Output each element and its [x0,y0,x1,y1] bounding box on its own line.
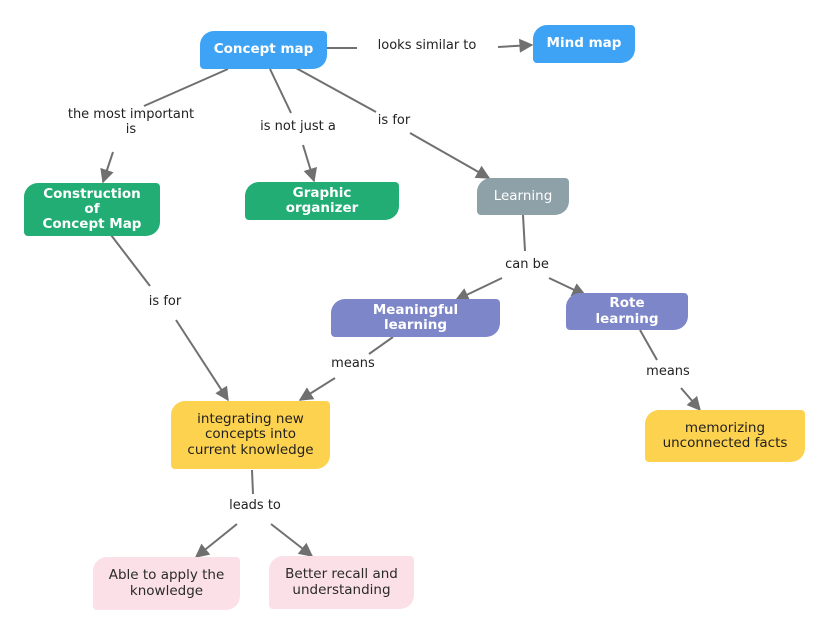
node-learning[interactable]: Learning [477,178,569,215]
node-label: Rote learning [595,295,659,327]
link-label-most-important-is: the most important is [58,107,204,137]
link-label-text: is for [377,113,411,128]
edge-rote-to-label-means [639,329,658,361]
node-integrating-new-concepts[interactable]: integrating new concepts into current kn… [171,401,330,469]
node-label-line: knowledge [129,582,204,599]
node-construction-of-concept-map[interactable]: Construction of Concept Map [24,183,160,236]
node-label: Graphic organizer [285,184,359,216]
link-label-text: looks similar to [377,38,477,53]
node-label-line: Concept Map [42,216,142,233]
link-label-text: leads to [229,498,281,513]
node-label-line: unconnected facts [662,435,788,451]
link-label-is-not-just-a: is not just a [250,119,346,135]
node-label: Mind map [546,35,622,52]
node-memorizing-unconnected-facts[interactable]: memorizing unconnected facts [645,410,805,462]
node-label-line: memorizing [684,419,766,436]
edge-meaningful-to-label-means [368,336,394,355]
node-label-line: concepts into [204,426,296,443]
edge-label-leads-to-apply [194,523,238,558]
link-label-means-left: means [322,356,384,372]
node-better-recall-and-understanding[interactable]: Better recall and understanding [269,556,414,609]
node-concept-map[interactable]: Concept map [200,31,327,69]
node-label-line: Better recall and [285,566,398,583]
node-label: Meaningful learning [372,301,459,333]
node-meaningful-learning[interactable]: Meaningful learning [331,299,500,337]
node-label: Learning [493,187,553,204]
edge-label-isfor-to-integrating [175,319,229,402]
node-able-to-apply-knowledge[interactable]: Able to apply the knowledge [93,557,240,610]
edge-label-leads-to-recall [270,523,314,557]
edge-concept-to-label-isfor [295,67,377,113]
edge-label-canbe-to-meaningful [454,277,503,301]
edge-label-similar-to-mindmap [497,38,534,53]
node-rote-learning[interactable]: Rote learning [566,293,688,330]
edge-label-means-to-memorizing [680,387,701,412]
node-mind-map[interactable]: Mind map [533,25,635,63]
node-graphic-organizer[interactable]: Graphic organizer [245,182,399,220]
link-label-looks-similar-to: looks similar to [366,38,488,54]
edge-label-canbe-to-rote [548,277,587,296]
node-label: Concept map [213,41,314,58]
link-label-is-for-top: is for [369,113,419,129]
link-label-is-for-left: is for [140,294,190,310]
edge-label-means-to-integrating [298,377,336,401]
link-label-leads-to: leads to [220,498,290,514]
link-label-means-right: means [637,364,699,380]
edge-label-notjust-to-graphic [302,144,318,183]
link-label-text: is not just a [260,119,336,134]
link-label-text: means [646,364,690,379]
node-label-line: Construction of [43,185,141,217]
link-label-text: can be [505,257,549,272]
node-label-line: Able to apply the [108,567,225,584]
link-label-text: is [125,121,137,137]
edge-learning-to-label-canbe [522,214,526,252]
link-label-can-be: can be [497,257,557,273]
edge-concept-to-label-important [143,68,229,107]
node-label-line: integrating new [197,411,304,428]
link-label-text: is for [148,294,182,309]
edge-integrating-to-label-leads [251,469,254,495]
edge-label-important-to-construction [100,151,114,184]
node-label-line: current knowledge [187,441,314,458]
edge-construction-to-label-isfor [110,234,151,287]
edge-concept-to-label-notjust [269,68,292,114]
edge-label-isfor-to-learning [409,132,491,179]
link-label-text: means [331,356,375,371]
link-label-text: the most important [67,107,195,122]
node-label-line: understanding [292,581,391,598]
